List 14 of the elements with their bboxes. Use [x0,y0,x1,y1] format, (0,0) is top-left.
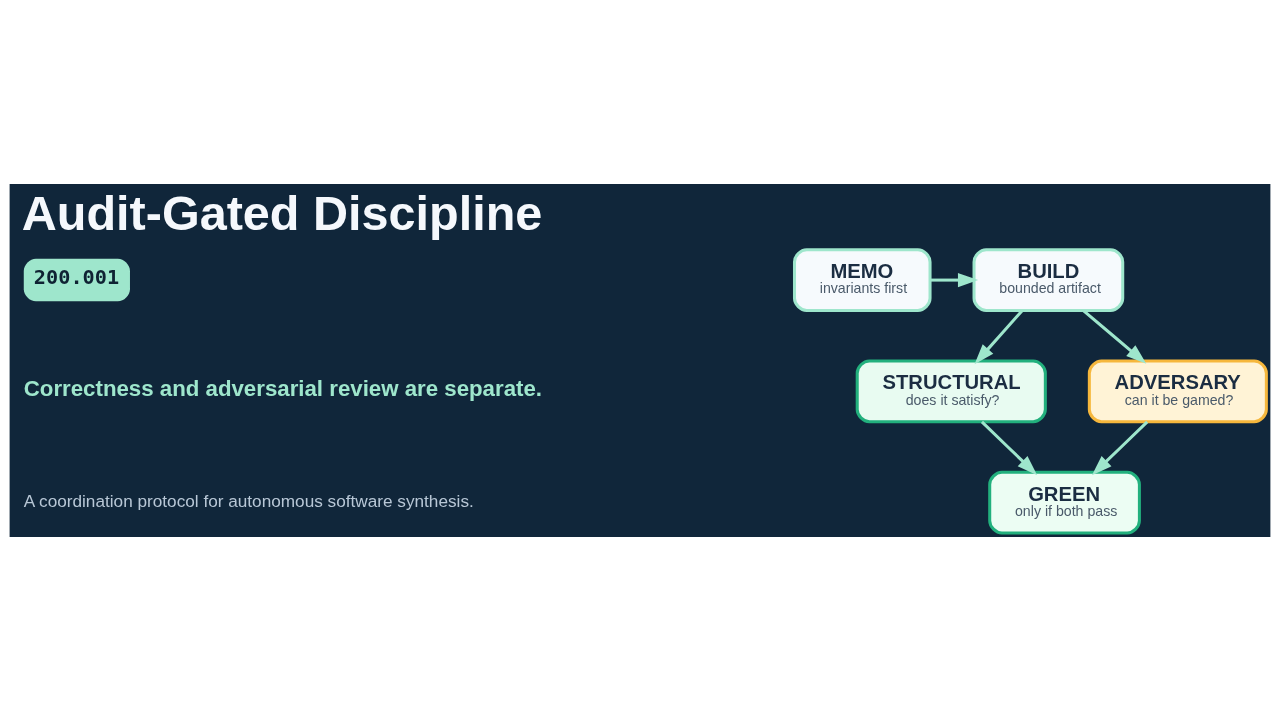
label: A coordination protocol for autonomous software synthesis. [23,490,474,511]
node-box: MEMO invariants first [793,247,932,312]
arrow [930,272,979,287]
label: Correctness and adversarial review are separate. [23,375,542,401]
node-box: STRUCTURAL does it satisfy? [855,359,1047,423]
node-box: BUILD bounded artifact [972,247,1125,312]
arrow [974,309,1024,364]
diagram-title: Audit-Gated Discipline [21,185,543,240]
arrow [1082,309,1147,364]
node-box: ADVERSARY can it be gamed? [1087,359,1268,423]
arrow [1091,420,1149,475]
label: 200.001 [33,264,120,289]
node-box: GREEN only if both pass [988,470,1141,534]
arrow [980,420,1038,475]
